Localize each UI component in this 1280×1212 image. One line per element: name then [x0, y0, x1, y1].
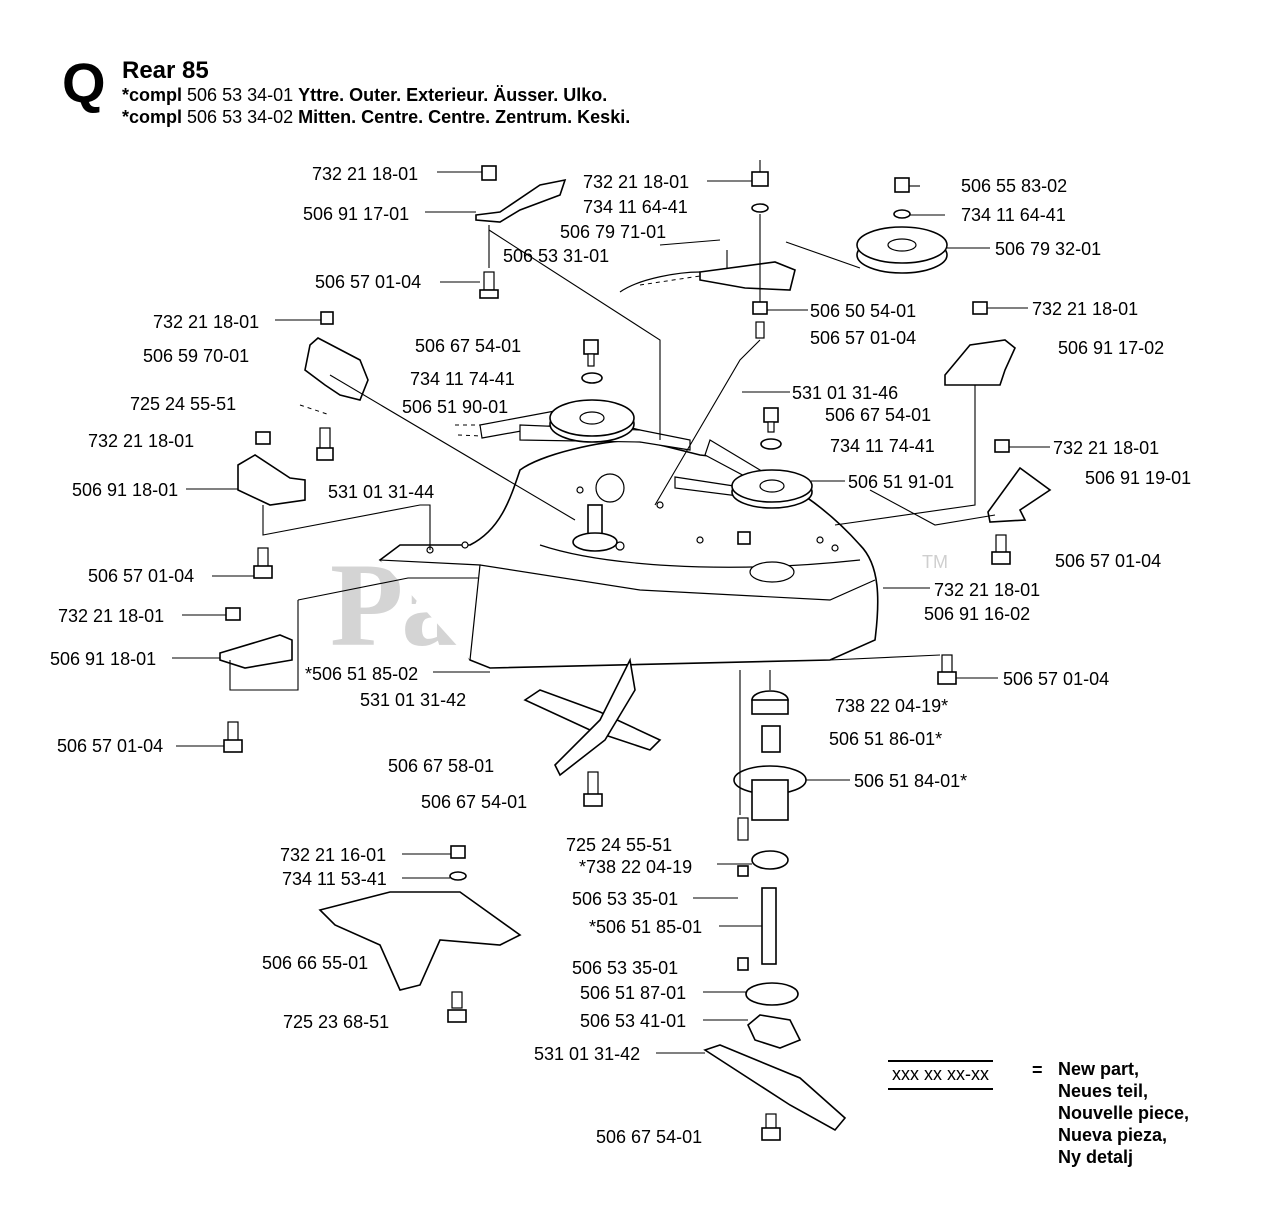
- legend-code: xxx xx xx-xx: [888, 1060, 993, 1090]
- part-label: 506 57 01-04: [57, 736, 163, 756]
- part-label: 734 11 64-41: [961, 205, 1066, 225]
- pulley-right: [731, 407, 813, 509]
- part-label: 732 21 18-01: [153, 312, 259, 332]
- part-label: 732 21 18-01: [934, 580, 1040, 600]
- part-label: 531 01 31-44: [328, 482, 434, 502]
- part-label: 506 57 01-04: [1003, 669, 1109, 689]
- legend-text: New part, Neues teil, Nouvelle piece, Nu…: [1058, 1058, 1189, 1168]
- part-label: 506 66 55-01: [262, 953, 368, 973]
- right-brackets: [937, 301, 1052, 685]
- part-label: 506 51 87-01: [580, 983, 686, 1003]
- part-label: 506 51 90-01: [402, 397, 508, 417]
- part-label: 506 79 32-01: [995, 239, 1101, 259]
- part-label: 506 79 71-01: [560, 222, 666, 242]
- part-label: 531 01 31-42: [534, 1044, 640, 1064]
- spindle-stack: [703, 690, 847, 1141]
- part-label: 734 11 53-41: [282, 869, 387, 889]
- legend-equals: =: [1032, 1060, 1043, 1080]
- part-label: 732 21 18-01: [1032, 299, 1138, 319]
- part-label: 732 21 18-01: [583, 172, 689, 192]
- tensioner-assembly: [475, 165, 796, 339]
- part-label: 734 11 64-41: [583, 197, 688, 217]
- compl-prefix: *compl: [122, 107, 183, 127]
- part-label: 725 24 55-51: [130, 394, 236, 414]
- part-label: 506 91 18-01: [72, 480, 178, 500]
- part-label: 506 51 84-01*: [854, 771, 967, 791]
- part-label: 506 55 83-02: [961, 176, 1067, 196]
- part-label: 738 22 04-19*: [835, 696, 948, 716]
- part-label: 734 11 74-41: [830, 436, 935, 456]
- part-label: 506 53 35-01: [572, 958, 678, 978]
- compl-prefix: *compl: [122, 85, 183, 105]
- part-label: 732 21 16-01: [280, 845, 386, 865]
- part-label: 734 11 74-41: [410, 369, 515, 389]
- part-label: *506 51 85-01: [589, 917, 702, 937]
- part-label: 506 59 70-01: [143, 346, 249, 366]
- part-label: 506 57 01-04: [1055, 551, 1161, 571]
- pulley-left: [549, 339, 635, 443]
- part-label: *738 22 04-19: [579, 857, 692, 877]
- compl-desc: Yttre. Outer. Exterieur. Äusser. Ulko.: [298, 85, 608, 105]
- part-labels: 732 21 18-01 506 91 17-01 506 57 01-04 7…: [50, 164, 1191, 1147]
- part-label: 506 67 54-01: [415, 336, 521, 356]
- part-label: 732 21 18-01: [312, 164, 418, 184]
- part-label: *506 51 85-02: [305, 664, 418, 684]
- part-label: 506 91 19-01: [1085, 468, 1191, 488]
- section-letter: Q: [62, 51, 106, 114]
- legend-line: New part,: [1058, 1059, 1140, 1079]
- part-label: 725 24 55-51: [566, 835, 672, 855]
- part-label: 506 51 86-01*: [829, 729, 942, 749]
- part-label: 732 21 18-01: [88, 431, 194, 451]
- legend-line: Nueva pieza,: [1058, 1125, 1168, 1145]
- legend-line: Neues teil,: [1058, 1081, 1149, 1101]
- part-label: 506 67 54-01: [825, 405, 931, 425]
- compl-desc: Mitten. Centre. Centre. Zentrum. Keski.: [298, 107, 631, 127]
- part-label: 732 21 18-01: [1053, 438, 1159, 458]
- compl-line-outer: *compl 506 53 34-01 Yttre. Outer. Exteri…: [122, 85, 607, 106]
- mower-deck: [378, 439, 879, 669]
- compl-code: 506 53 34-02: [187, 107, 294, 127]
- part-label: 506 67 54-01: [596, 1127, 702, 1147]
- compl-code: 506 53 34-01: [187, 85, 294, 105]
- pulley-top-right: [856, 177, 948, 274]
- part-label: 506 53 41-01: [580, 1011, 686, 1031]
- part-label: 506 91 18-01: [50, 649, 156, 669]
- part-label: 506 57 01-04: [810, 328, 916, 348]
- part-label: 725 23 68-51: [283, 1012, 389, 1032]
- part-label: 506 57 01-04: [315, 272, 421, 292]
- compl-line-centre: *compl 506 53 34-02 Mitten. Centre. Cent…: [122, 107, 630, 128]
- part-label: 531 01 31-46: [792, 383, 898, 403]
- part-label: 506 91 17-01: [303, 204, 409, 224]
- legend-line: Ny detalj: [1058, 1147, 1134, 1167]
- legend-line: Nouvelle piece,: [1058, 1103, 1190, 1123]
- deck-spindle: [572, 504, 751, 552]
- blade-front: [523, 657, 662, 807]
- part-label: 506 67 58-01: [388, 756, 494, 776]
- part-label: 506 91 17-02: [1058, 338, 1164, 358]
- part-label: 506 53 31-01: [503, 246, 609, 266]
- section-title: Rear 85: [122, 57, 209, 84]
- part-label: 531 01 31-42: [360, 690, 466, 710]
- watermark-tm: TM: [922, 552, 948, 572]
- part-label: 506 53 35-01: [572, 889, 678, 909]
- leader-lines: [172, 160, 1050, 1054]
- part-label: 506 91 16-02: [924, 604, 1030, 624]
- part-label: 506 51 91-01: [848, 472, 954, 492]
- part-label: 732 21 18-01: [58, 606, 164, 626]
- part-label: 506 57 01-04: [88, 566, 194, 586]
- discharge-chute: [318, 845, 522, 1023]
- left-brackets: [219, 311, 369, 753]
- part-label: 506 67 54-01: [421, 792, 527, 812]
- part-label: 506 50 54-01: [810, 301, 916, 321]
